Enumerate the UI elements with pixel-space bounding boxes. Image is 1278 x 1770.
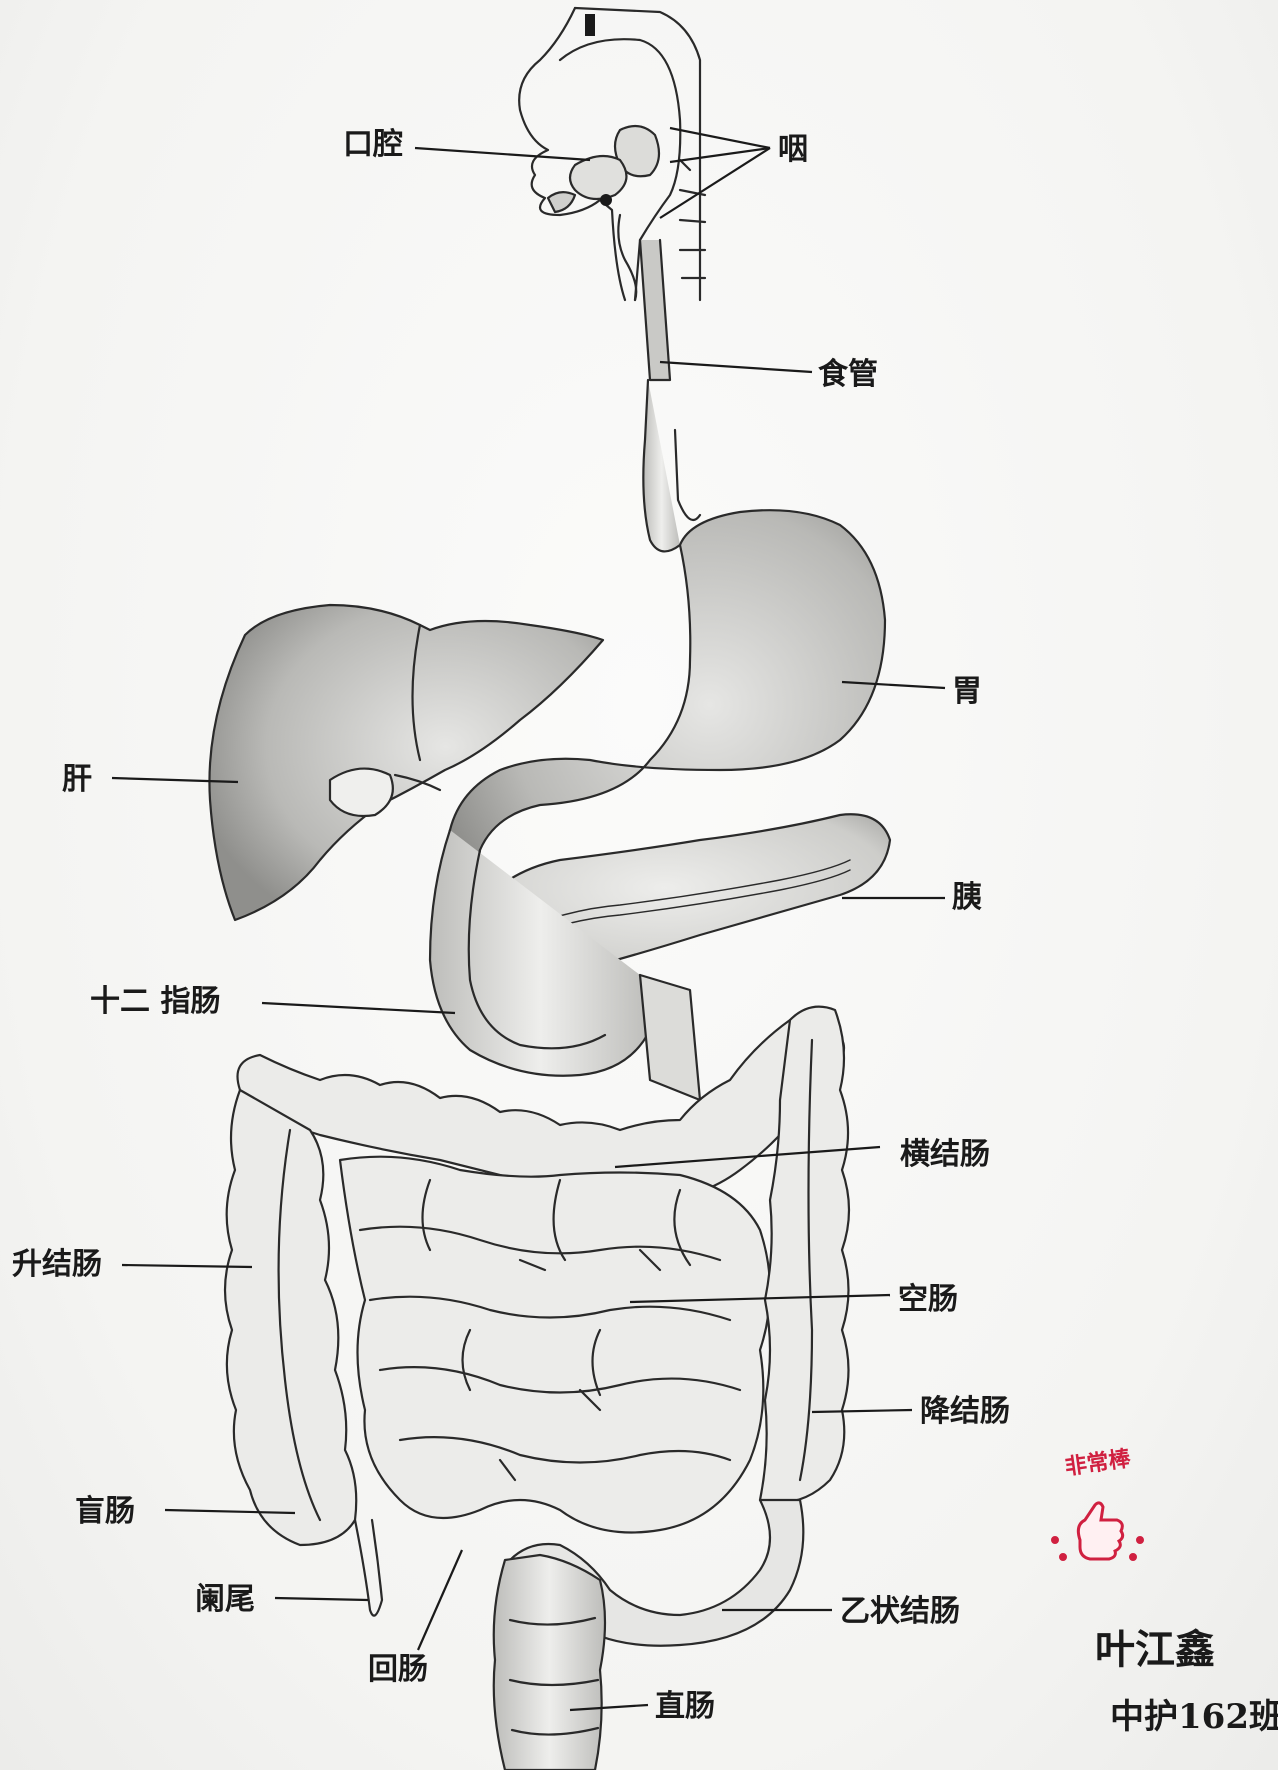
signature-class: 中护162班	[1110, 1697, 1278, 1737]
label-duodenum: 十二 指肠	[90, 984, 221, 1019]
jejunum-leader	[629, 1293, 891, 1304]
descending-colon-leader	[811, 1408, 913, 1414]
rectum-drawing	[492, 1553, 607, 1770]
label-stomach: 胃	[952, 674, 982, 709]
label-descending-colon: 降结肠	[920, 1394, 1010, 1429]
praise-stamp: 非常棒	[1035, 1445, 1160, 1575]
ileum-leader	[416, 1549, 464, 1651]
label-transverse-colon: 横结肠	[900, 1137, 990, 1172]
label-ascending-colon: 升结肠	[12, 1247, 102, 1282]
esophagus-leader	[659, 360, 813, 374]
label-pharynx: 咽	[778, 132, 808, 167]
pharynx-leader-3	[659, 147, 771, 219]
esophagus-drawing	[642, 378, 702, 553]
descending-colon-drawing	[758, 1005, 851, 1504]
thumbs-up-icon	[1051, 1501, 1144, 1561]
signature-name: 叶江鑫	[1095, 1626, 1215, 1673]
stomach-leader	[841, 680, 946, 690]
label-appendix: 阑尾	[195, 1582, 255, 1617]
ascending-colon-leader	[121, 1263, 253, 1269]
head-section	[518, 6, 707, 382]
cecum-leader	[164, 1508, 296, 1515]
stomach-drawing	[444, 509, 887, 944]
label-sigmoid-colon: 乙状结肠	[840, 1594, 960, 1629]
label-cecum: 盲肠	[75, 1494, 135, 1529]
appendix-leader	[274, 1596, 369, 1602]
label-jejunum: 空肠	[898, 1282, 958, 1317]
label-ileum: 回肠	[368, 1652, 428, 1687]
oral-cavity-leader	[414, 146, 591, 162]
label-pancreas: 胰	[952, 880, 982, 915]
label-oral-cavity: 口腔	[343, 127, 403, 162]
appendix-drawing	[353, 1518, 384, 1617]
label-esophagus: 食管	[818, 357, 878, 392]
label-rectum: 直肠	[655, 1689, 715, 1724]
pharynx-leader-2	[669, 146, 771, 164]
rectum-leader	[569, 1703, 649, 1712]
small-intestine-drawing	[338, 1155, 772, 1534]
label-liver: 肝	[62, 762, 92, 797]
duodenum-drawing	[428, 828, 702, 1102]
pharynx-leader-1	[669, 126, 771, 150]
ascending-colon-drawing	[223, 1088, 358, 1547]
transverse-colon-leader	[614, 1145, 881, 1169]
leader-lines	[111, 126, 946, 1712]
liver-leader	[111, 776, 239, 784]
liver-drawing	[208, 603, 605, 922]
duodenum-leader	[261, 1001, 456, 1015]
